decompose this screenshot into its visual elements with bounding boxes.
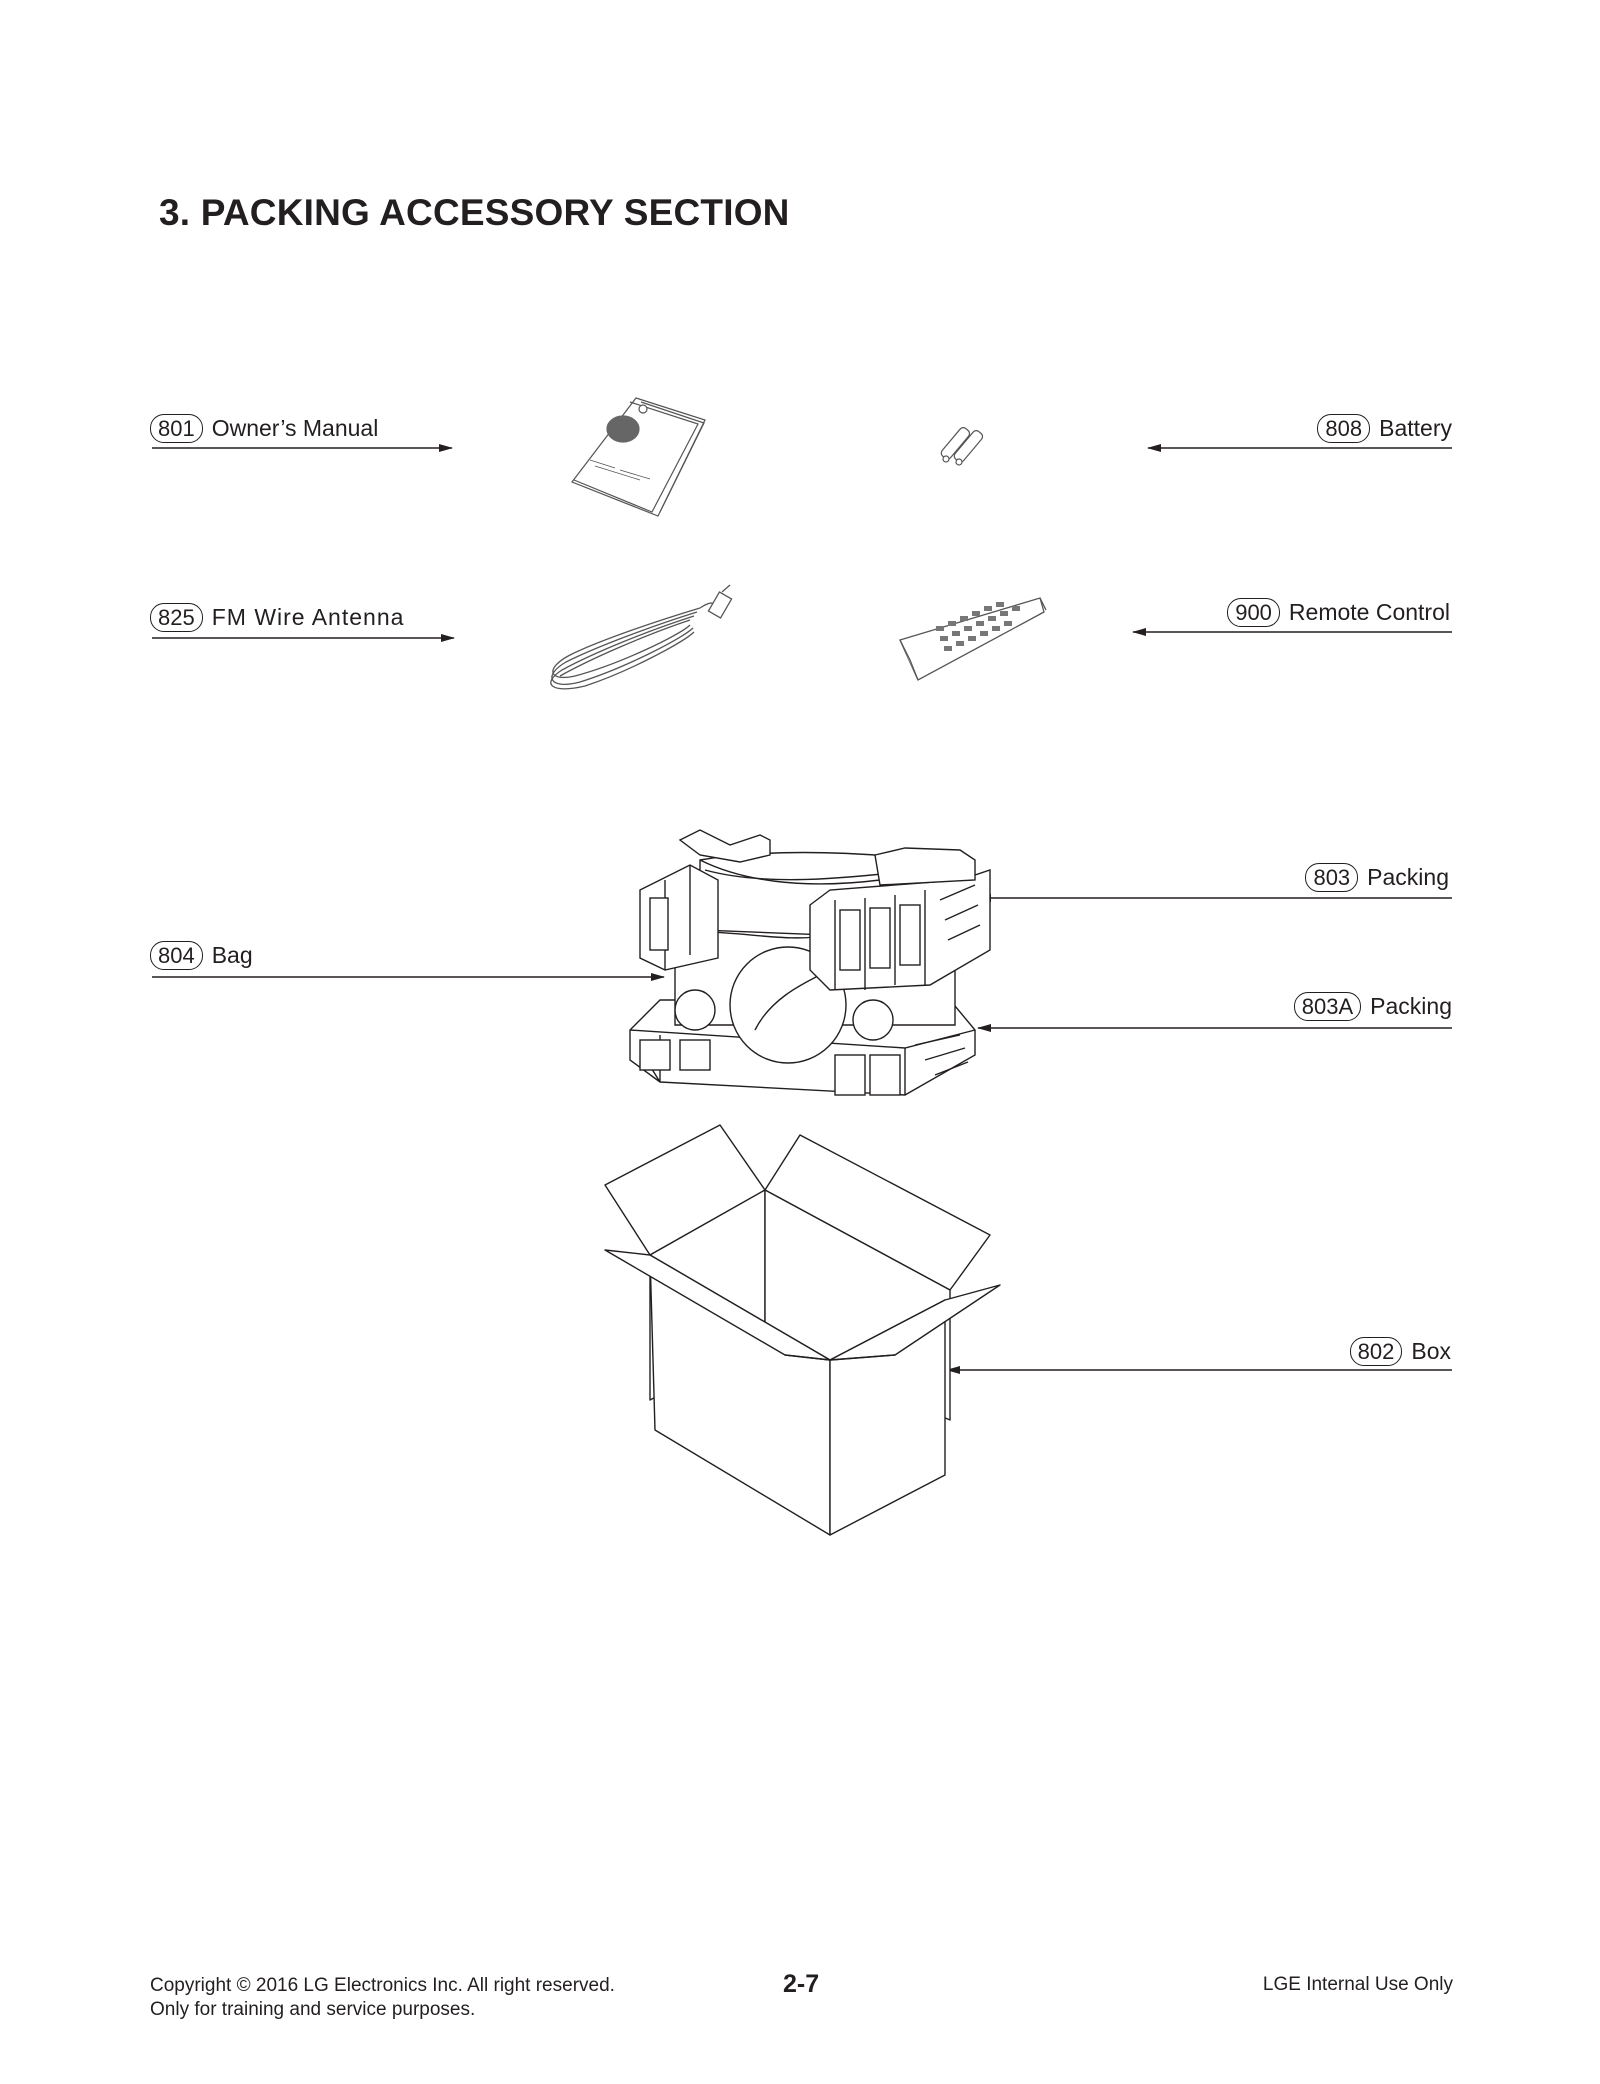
part-number-badge: 825 xyxy=(150,603,203,633)
part-number-badge: 900 xyxy=(1227,598,1280,628)
callout-808: 808 Battery xyxy=(1317,414,1452,444)
box-illustration xyxy=(604,1124,1001,1536)
page-title: 3. PACKING ACCESSORY SECTION xyxy=(159,192,790,233)
page-number: 2-7 xyxy=(783,1970,820,1998)
footer-copyright-block: Copyright © 2016 LG Electronics Inc. All… xyxy=(150,1974,615,2022)
callout-803A: 803A Packing xyxy=(1293,992,1452,1022)
packing-assembly-illustration xyxy=(629,829,991,1096)
copyright-text: Copyright © 2016 LG Electronics Inc. All… xyxy=(150,1975,615,1996)
internal-use-notice: LGE Internal Use Only xyxy=(1262,1974,1453,1995)
battery-illustration xyxy=(940,427,984,466)
part-number-badge: 801 xyxy=(150,414,203,444)
part-label: Battery xyxy=(1379,415,1452,442)
part-label: Box xyxy=(1411,1338,1451,1365)
owners-manual-illustration xyxy=(571,397,706,517)
part-label: Bag xyxy=(211,942,253,969)
purpose-text: Only for training and service purposes. xyxy=(150,1999,476,2020)
part-label: Remote Control xyxy=(1288,599,1450,626)
part-number-badge: 803 xyxy=(1305,863,1359,893)
part-label: Packing xyxy=(1367,864,1449,891)
callout-825: 825 FM Wire Antenna xyxy=(150,603,405,633)
part-number-badge: 802 xyxy=(1349,1337,1403,1367)
callout-802: 802 Box xyxy=(1349,1337,1451,1367)
part-number-badge: 804 xyxy=(150,941,203,971)
fm-wire-antenna-illustration xyxy=(550,584,733,690)
part-label: Owner’s Manual xyxy=(211,415,379,442)
part-label: FM Wire Antenna xyxy=(211,604,405,631)
callout-801: 801 Owner’s Manual xyxy=(150,414,379,444)
callout-900: 900 Remote Control xyxy=(1227,598,1450,628)
callout-804: 804 Bag xyxy=(150,941,253,971)
remote-control-illustration xyxy=(899,597,1047,681)
callout-803: 803 Packing xyxy=(1305,863,1449,893)
part-number-badge: 808 xyxy=(1317,414,1371,444)
part-label: Packing xyxy=(1370,993,1452,1020)
part-number-badge: 803A xyxy=(1293,992,1362,1022)
